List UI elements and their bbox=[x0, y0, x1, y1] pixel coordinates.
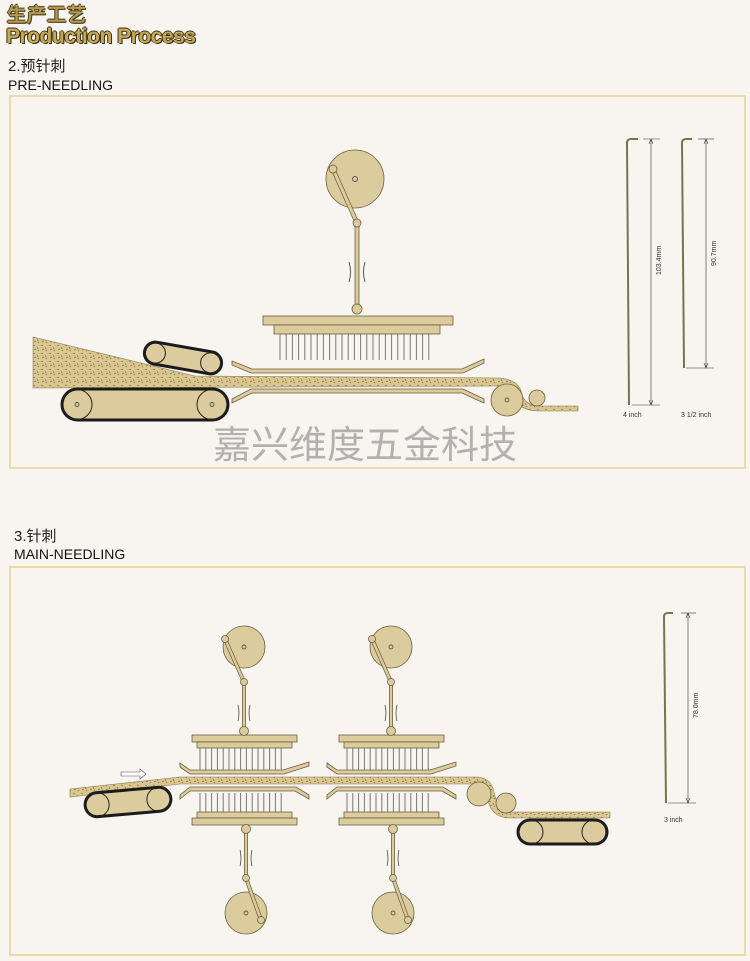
main-needling-heading-cn: 3.针刺 bbox=[14, 528, 57, 545]
pre-needling-frame bbox=[9, 95, 746, 469]
needle-board-plate bbox=[273, 324, 441, 335]
crank-wheel bbox=[371, 891, 415, 935]
stripper-plate bbox=[179, 761, 310, 775]
needle-board-lower bbox=[199, 793, 282, 812]
stripper-plate bbox=[231, 358, 485, 374]
pivot bbox=[386, 726, 396, 736]
outfeed-conveyor bbox=[516, 818, 609, 846]
watermark: 嘉兴维度五金科技 bbox=[213, 423, 517, 467]
pivot bbox=[242, 874, 250, 882]
connecting-rod bbox=[242, 681, 246, 733]
needle-length-label: 78.0mm bbox=[693, 693, 700, 718]
pivot bbox=[240, 678, 248, 686]
needle-board-upper bbox=[346, 748, 429, 770]
needle-beam bbox=[262, 315, 454, 326]
stripper-plate bbox=[326, 761, 457, 775]
needle-beam bbox=[191, 734, 298, 743]
needle-board-plate bbox=[343, 811, 440, 819]
direction-arrow-icon bbox=[120, 768, 147, 780]
connecting-rod bbox=[389, 681, 393, 733]
bed-plate bbox=[179, 786, 310, 800]
needle-board-plate bbox=[196, 741, 293, 749]
main-needling-machine bbox=[69, 625, 611, 935]
pre-needling-machine bbox=[32, 149, 579, 422]
pivot bbox=[241, 824, 251, 834]
needle-length-label: 90.7mm bbox=[711, 241, 718, 266]
needle-board-upper bbox=[199, 748, 282, 770]
needle-board bbox=[279, 334, 430, 360]
needle-size-label: 3 1/2 inch bbox=[681, 412, 711, 419]
needle-size-label: 4 inch bbox=[623, 412, 642, 419]
needle-size-label: 3 inch bbox=[664, 817, 683, 824]
needle-loom-unit bbox=[179, 625, 310, 935]
needle-board-plate bbox=[196, 811, 293, 819]
pivot bbox=[387, 678, 395, 686]
pre-needling-heading-cn: 2.预针刺 bbox=[8, 58, 66, 75]
pivot bbox=[389, 874, 397, 882]
pivot bbox=[239, 726, 249, 736]
delivery-roller bbox=[490, 383, 524, 417]
needle-length-label: 103.4mm bbox=[656, 246, 663, 275]
lower-feed-conveyor bbox=[60, 387, 230, 422]
bed-plate bbox=[231, 388, 485, 404]
needle-beam bbox=[338, 817, 445, 826]
pivot bbox=[257, 916, 265, 924]
main-needling-heading-en: MAIN-NEEDLING bbox=[14, 546, 126, 562]
bed-plate bbox=[326, 786, 457, 800]
infeed-conveyor bbox=[83, 785, 173, 819]
crank-wheel bbox=[325, 149, 385, 209]
pivot bbox=[221, 635, 229, 643]
upper-feed-conveyor bbox=[142, 340, 224, 376]
delivery-roller-small bbox=[495, 792, 517, 814]
delivery-roller bbox=[466, 781, 492, 807]
needle-loom-unit bbox=[326, 625, 457, 935]
needle-specimen-4inch: 103.4mm 4 inch bbox=[623, 138, 663, 419]
page-title-en: Production Process bbox=[6, 25, 196, 48]
needle-specimen-3inch: 78.0mm 3 inch bbox=[662, 612, 700, 824]
pivot bbox=[404, 916, 412, 924]
needle-beam bbox=[338, 734, 445, 743]
needle-specimen-3-5inch: 90.7mm 3 1/2 inch bbox=[680, 138, 718, 419]
delivery-roller-small bbox=[528, 389, 546, 407]
pivot bbox=[368, 635, 376, 643]
crank-wheel bbox=[224, 891, 268, 935]
page-title-cn: 生产工艺 bbox=[7, 5, 88, 26]
needle-board-plate bbox=[343, 741, 440, 749]
needle-board-lower bbox=[346, 793, 429, 812]
needle-beam bbox=[191, 817, 298, 826]
main-needling-frame bbox=[9, 566, 746, 956]
pivot bbox=[388, 824, 398, 834]
pre-needling-heading-en: PRE-NEEDLING bbox=[8, 77, 114, 93]
